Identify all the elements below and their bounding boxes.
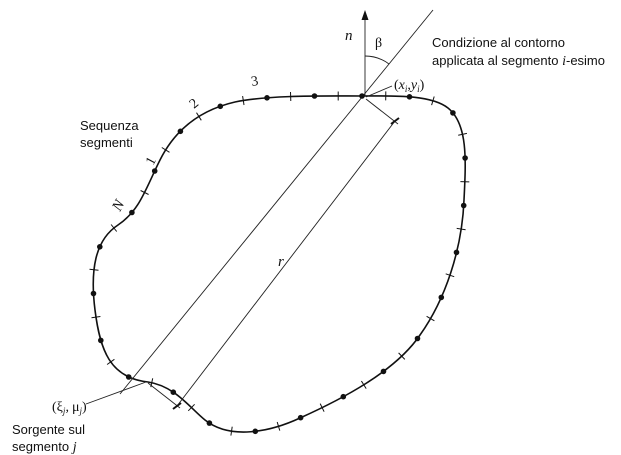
r-dimension-tick-bottom [147, 382, 181, 409]
segment-label-1: 1 [143, 155, 160, 168]
bc-index-i: i [562, 54, 566, 69]
boundary-node [206, 420, 213, 426]
bc-suffix: -esimo [566, 53, 605, 68]
sp-open-paren: ( [52, 400, 57, 415]
r-dimension-line [176, 120, 396, 407]
tp-comma: , [407, 78, 411, 93]
segment-tick [187, 403, 195, 412]
boundary-contour [92, 95, 466, 433]
boundary-node [414, 335, 421, 342]
boundary-node [380, 368, 387, 375]
segment-tick [398, 352, 406, 360]
sp-comma: , [65, 400, 69, 415]
tp-close-paren: ) [420, 78, 425, 93]
target-point-label: (xi,yi) [394, 78, 425, 94]
source-point-label: (ξj,μj) [52, 400, 87, 416]
normal-label: n [345, 28, 353, 44]
boundary-node [460, 202, 467, 209]
boundary-node [297, 414, 304, 421]
segment-tick [456, 227, 466, 231]
boundary-node [450, 110, 456, 116]
segment-tick [161, 147, 170, 153]
sequence-label-line1: Sequenza [80, 118, 139, 133]
boundary-node [438, 294, 445, 301]
boundary-node [90, 290, 97, 297]
boundary-node [129, 209, 135, 216]
boundary-node [98, 337, 104, 344]
segment-label-N: N [109, 197, 129, 215]
boundary-node [453, 249, 460, 256]
tp-open-paren: ( [394, 78, 399, 93]
segment-tick [360, 380, 367, 389]
segment-tick [431, 96, 435, 106]
boundary-node [264, 95, 270, 101]
source-label-line2: segmento j [12, 439, 77, 455]
boundary-node [151, 168, 158, 174]
r-direction-line [119, 9, 434, 395]
boundary-condition-label-line2: applicata al segmento i-esimo [432, 53, 605, 69]
segment-tick [106, 358, 115, 365]
tp-x-sub: i [405, 84, 408, 94]
leader-target-point [365, 85, 393, 98]
boundary-node [97, 244, 103, 250]
segment-tick [91, 316, 101, 319]
segment-label-2: 2 [187, 96, 202, 112]
segment-tick [140, 190, 149, 195]
sp-mu-sub: j [78, 406, 82, 416]
segment-label-3: 3 [250, 74, 259, 90]
boundary-condition-label-line1: Condizione al contorno [432, 35, 565, 50]
beta-label: β [375, 36, 382, 51]
r-dimension-cap-bottom [172, 402, 182, 410]
boundary-node [340, 393, 347, 400]
boundary-node [252, 428, 259, 435]
boundary-node [177, 128, 184, 135]
sp-close-paren: ) [82, 400, 87, 415]
tp-y: y [409, 78, 418, 93]
leader-source-point [85, 381, 147, 405]
segment-tick [230, 426, 233, 436]
boundary-node [359, 93, 365, 99]
sp-xi: ξ [57, 400, 63, 415]
segment-tick [196, 112, 202, 121]
boundary-node [406, 94, 413, 100]
bc-prefix: applicata al segmento [432, 53, 562, 68]
r-dimension-cap-top [390, 117, 400, 125]
r-label: r [278, 254, 284, 270]
boundary-nodes [90, 93, 468, 435]
segment-tick [319, 403, 325, 412]
segment-tick [242, 96, 245, 106]
boundary-node [170, 389, 177, 396]
boundary-node [311, 93, 318, 99]
sp-xi-sub: j [62, 406, 66, 416]
segment-tick [89, 268, 99, 271]
segment-tick [150, 378, 154, 388]
boundary-node [125, 374, 132, 380]
tp-y-sub: i [417, 84, 420, 94]
segment-tick [426, 315, 435, 322]
boundary-node [462, 155, 468, 161]
segment-tick-marks [89, 91, 470, 436]
sequence-label-line2: segmenti [80, 135, 133, 150]
normal-arrowhead [361, 10, 369, 20]
segment-tick [458, 132, 468, 136]
r-dimension-tick-top [365, 98, 399, 125]
source-prefix: segmento [12, 439, 73, 454]
segment-tick [110, 224, 118, 232]
boundary-node [217, 103, 224, 110]
source-label-line1: Sorgente sul [12, 422, 85, 437]
source-index-j: j [71, 440, 77, 455]
segment-tick [445, 273, 455, 278]
tp-x: x [398, 78, 406, 93]
sp-mu: μ [72, 400, 80, 415]
segment-tick [276, 421, 281, 431]
beta-angle-arc [364, 55, 390, 65]
